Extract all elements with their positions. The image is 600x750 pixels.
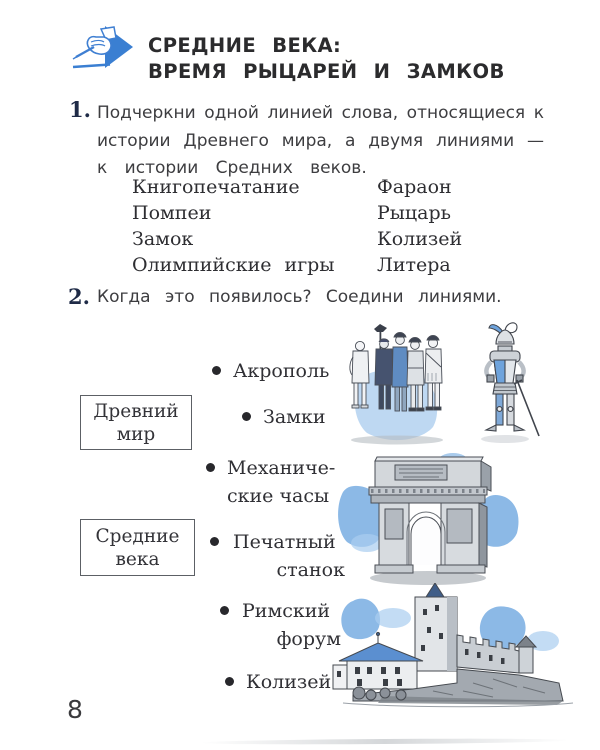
task1-prompt-line2: истории Древнего мира, а двумя линиями —: [97, 130, 544, 151]
bullet-icon: [220, 606, 229, 615]
era-box-ancient-world: Древний мир: [80, 395, 192, 450]
word-kolizey: Колизей: [377, 228, 463, 250]
list-item-colosseum-text: Колизей: [246, 671, 332, 693]
word-knigopechatanie: Книгопечатание: [132, 176, 300, 198]
task1-number: 1.: [69, 97, 91, 122]
list-item-roman-forum: Римский форум: [242, 597, 341, 653]
page-title: СРЕДНИЕ ВЕКА: ВРЕМЯ РЫЦАРЕЙ И ЗАМКОВ: [148, 33, 505, 84]
page-number: 8: [67, 695, 83, 724]
page-title-line2: ВРЕМЯ РЫЦАРЕЙ И ЗАМКОВ: [148, 59, 505, 83]
list-item-printing-press-line2: станок: [276, 559, 345, 581]
task1-prompt-line1: Подчеркни одной линией слова, относящиес…: [97, 103, 544, 123]
bullet-icon: [206, 463, 215, 472]
writing-hand-icon: [72, 26, 133, 69]
roman-triumphal-arch-illustration: [338, 453, 519, 585]
scan-shadow: [199, 737, 571, 746]
word-rytsar: Рыцарь: [377, 202, 451, 224]
task2-number: 2.: [68, 284, 90, 309]
ancient-greek-warriors-illustration: [349, 324, 443, 445]
list-item-printing-press: Печатный станок: [233, 528, 345, 584]
task1-prompt: Подчеркни одной линией слова, относящиес…: [97, 100, 544, 183]
list-item-akropol: Акрополь: [233, 357, 329, 385]
bullet-icon: [242, 412, 251, 421]
list-item-zamki: Замки: [263, 403, 325, 431]
era-box-middle-line2: века: [115, 548, 160, 570]
bullet-icon: [212, 366, 221, 375]
list-item-colosseum: Колизей: [246, 668, 331, 696]
list-item-mechanical-clock: Механиче- ские часы: [227, 454, 335, 510]
era-box-ancient-line1: Древний: [93, 400, 179, 422]
list-item-printing-press-line1: Печатный: [233, 531, 336, 553]
list-item-mechanical-clock-line2: ские часы: [227, 485, 330, 507]
task1-prompt-line3: к истории Средних веков.: [97, 158, 367, 178]
task2-prompt: Когда это появилось? Соедини линиями.: [97, 287, 502, 307]
medieval-castle-illustration: [332, 583, 574, 708]
list-item-roman-forum-line1: Римский: [242, 600, 331, 622]
word-faraon: Фараон: [377, 176, 452, 198]
list-item-akropol-text: Акрополь: [233, 360, 330, 382]
list-item-zamki-text: Замки: [263, 406, 326, 428]
list-item-roman-forum-line2: форум: [276, 628, 341, 650]
era-box-middle-line1: Средние: [95, 525, 180, 547]
era-box-middle-ages: Средние века: [80, 519, 195, 576]
word-litera: Литера: [377, 254, 451, 276]
medieval-knight-illustration: [481, 322, 540, 443]
word-pompei: Помпеи: [132, 202, 212, 224]
bullet-icon: [210, 537, 219, 546]
page-title-line1: СРЕДНИЕ ВЕКА:: [148, 34, 342, 57]
word-olimpiyskie-igry: Олимпийские игры: [132, 254, 335, 276]
era-box-ancient-line2: мир: [116, 423, 156, 445]
word-zamok: Замок: [132, 228, 194, 250]
bullet-icon: [225, 677, 234, 686]
list-item-mechanical-clock-line1: Механиче-: [227, 457, 336, 479]
